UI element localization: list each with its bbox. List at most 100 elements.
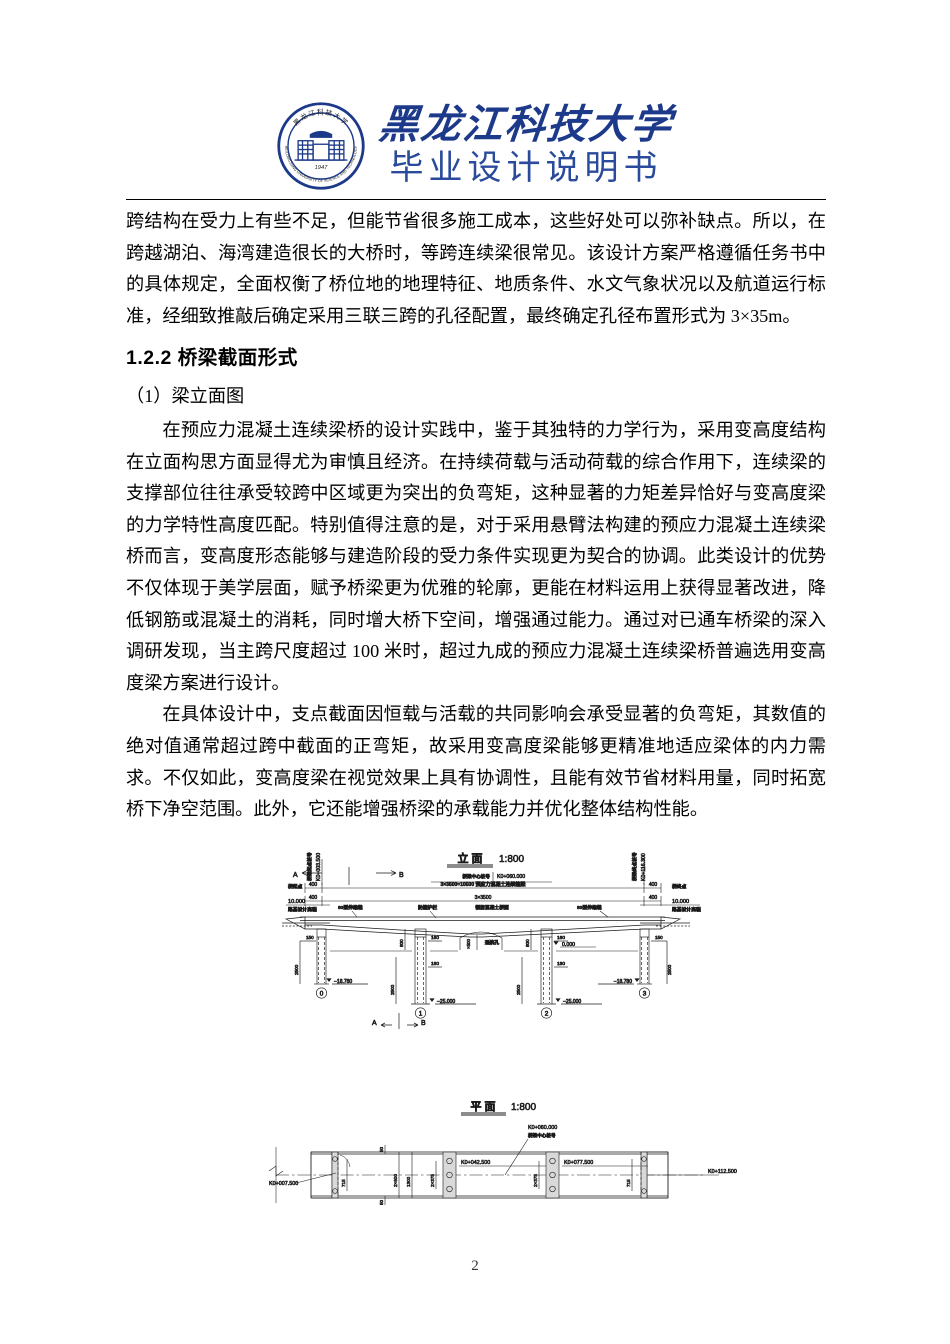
seal-year: 1947	[315, 165, 329, 171]
plan-station-pier2: K0+077.500	[564, 1160, 593, 1166]
plan-dim-edge-bottom: 50	[379, 1199, 384, 1205]
plan-start-station: K0+007.500	[269, 1147, 337, 1203]
elevation-title-group: 立 面 1:800	[447, 851, 525, 868]
abut-dim-2500-right: 2500	[667, 964, 672, 975]
right-station-group: 桥梁终点桩号 K0+116.300	[631, 852, 647, 885]
elevation-scale: 1:800	[499, 854, 524, 865]
span-total-label: 3×3500=10500 预应力混凝土连续箱梁	[440, 881, 526, 888]
left-station-label: 桥梁起点桩号	[306, 852, 313, 881]
abut-dim-2500-left: 2500	[294, 964, 299, 975]
left-elev-label: 路基设计高程	[288, 906, 317, 913]
bridge-girder-profile	[282, 916, 690, 938]
water-level-value: 0.000	[562, 942, 575, 948]
plan-dim-edge-top: 50	[379, 1146, 384, 1152]
subheading-1: （1）梁立面图	[126, 386, 245, 407]
plan-center-value: K0+060.000	[528, 1125, 557, 1131]
pier-3: 150 2500 −18.780 3	[598, 928, 672, 999]
figure-bridge-plan: 平 面 1:800 K0+060.000 桥梁中心桩号	[0, 1095, 950, 1245]
paragraph-1: 跨结构在受力上有些不足，但能节省很多施工成本，这些好处可以弥补缺点。所以，在跨越…	[126, 211, 826, 326]
section-mark-top-b: B	[399, 872, 404, 879]
plan-dim-abut-left: 715	[341, 1179, 346, 1187]
found-elev-abut-left: −18.780	[334, 979, 352, 985]
document-header: 黑龙江科技大学 HEILONGJIANG UNIVERSITY OF SCIEN…	[0, 96, 950, 196]
plan-station-start: K0+007.500	[269, 1181, 298, 1187]
nav-dim-label: ×500	[466, 939, 471, 949]
railing-label: 防撞护栏	[418, 904, 437, 911]
plan-center-label: 桥梁中心桩号	[528, 1132, 556, 1139]
edge-dim-top-left: 400	[309, 882, 318, 888]
right-elev-label: 路基设计高程	[672, 906, 701, 913]
found-elev-abut-right: −18.780	[614, 979, 632, 985]
elevation-span-dim-sub: 400 400 3×3500	[304, 895, 662, 906]
document-body: 跨结构在受力上有些不足，但能节省很多施工成本，这些好处可以弥补缺点。所以，在跨越…	[126, 206, 826, 826]
plan-abutment-right: 715	[626, 1151, 669, 1199]
pier-dim-160-b: 160	[557, 935, 565, 941]
right-elevation-mark: 桥终点 10.000 路基设计高程	[640, 883, 701, 913]
plan-end-station: K0+112.500	[648, 1169, 737, 1175]
plan-scale: 1:800	[511, 1102, 536, 1113]
section-mark-top-a: A	[293, 872, 298, 879]
found-elev-pier-1: −25.000	[437, 999, 455, 1005]
joint-label-left: 80型伸缩缝	[338, 904, 363, 911]
plan-station-end: K0+112.500	[708, 1169, 737, 1175]
joint-label-right: 80型伸缩缝	[577, 904, 602, 911]
section-mark-bottom: A B	[372, 1013, 426, 1029]
left-station-value: K0+003.500	[316, 853, 322, 881]
found-elev-pier-2: −25.000	[563, 999, 581, 1005]
university-seal-icon: 黑龙江科技大学 HEILONGJIANG UNIVERSITY OF SCIEN…	[277, 102, 365, 190]
section-mark-bot-b: B	[421, 1020, 426, 1027]
plan-abutment-left: 715	[310, 1151, 351, 1199]
nav-label: 通航孔	[485, 939, 500, 946]
pier-number-3: 3	[643, 990, 647, 997]
pier-dim-2500-a: 2500	[390, 984, 395, 995]
plan-center-station: K0+060.000 桥梁中心桩号	[504, 1125, 558, 1176]
plan-dim-width-total: 1300	[406, 1176, 411, 1187]
span-sub-label: 3×3500	[475, 895, 492, 901]
plan-title-group: 平 面 1:800	[461, 1100, 537, 1116]
header-title-block: 黑龙江科技大学 毕业设计说明书	[376, 101, 676, 189]
plan-station-pier1: K0+042.500	[461, 1160, 490, 1166]
plan-dim-width-half: 2×600	[393, 1174, 398, 1187]
navigation-opening: ×500 通航孔	[459, 931, 503, 950]
pier-dim-800-a: 800	[399, 939, 404, 947]
page-number: 2	[471, 1258, 479, 1274]
right-station-value: K0+116.300	[641, 853, 647, 881]
pier-dim-160-a: 160	[431, 935, 439, 941]
elevation-span-dim-total: 400 400 3×3500=10500 预应力混凝土连续箱梁	[304, 881, 662, 893]
plan-dim-pier-left: 2×375	[430, 1174, 435, 1187]
pier-number-2: 2	[545, 1010, 549, 1017]
plan-dim-abut-right: 715	[626, 1179, 631, 1187]
left-origin-label: 桥起点	[288, 883, 303, 890]
right-elev-value: 10.000	[672, 899, 689, 905]
section-heading-1-2-2: 1.2.2 桥梁截面形式	[126, 347, 298, 370]
plan-title: 平 面	[470, 1100, 495, 1113]
abut-dim-150-right: 150	[655, 935, 663, 940]
figure-bridge-elevation: 立 面 1:800 桥梁中心桩号 K0+060.000 A	[0, 845, 950, 1060]
pier-number-1: 1	[419, 1010, 423, 1017]
deck-callouts: 80型伸缩缝 防撞护栏 钢筋混凝土桥面 80型伸缩缝	[338, 904, 609, 919]
left-elev-value: 10.000	[288, 899, 305, 905]
pier-number-0: 0	[320, 990, 324, 997]
left-station-group: 桥梁起点桩号 K0+003.500	[306, 852, 323, 885]
pier-dim-800-b: 800	[525, 939, 530, 947]
elevation-center-station: 桥梁中心桩号 K0+060.000	[431, 872, 552, 883]
pier-1: 800 160 180 2500 −25.000 1	[390, 928, 476, 1019]
plan-pier-2: 2×375 K0+077.500	[533, 1151, 648, 1199]
pier-0: 150 2500 −18.780 0	[294, 928, 368, 999]
left-elevation-mark: 桥起点 10.000 路基设计高程	[286, 883, 330, 913]
header-divider	[126, 199, 826, 200]
edge-dim-top-right: 400	[649, 882, 658, 888]
university-name: 黑龙江科技大学	[376, 101, 676, 147]
water-level-mark: 0.000	[553, 941, 596, 948]
plan-dim-pier-right: 2×375	[533, 1174, 538, 1187]
plan-width-dims: 2×600 1300 50 50	[379, 1145, 413, 1205]
plan-pier-1: 2×375 K0+042.500	[430, 1151, 552, 1199]
paragraph-3: 在具体设计中，支点截面因恒载与活载的共同影响会承受显著的负弯矩，其数值的绝对值通…	[126, 704, 826, 820]
center-pile-value: K0+060.000	[497, 874, 525, 880]
pier-2: 800 160 180 2500 −25.000 2	[516, 928, 602, 1019]
pier-dim-180-b: 180	[557, 961, 565, 967]
document-kind: 毕业设计说明书	[389, 148, 663, 187]
elevation-title: 立 面	[457, 851, 482, 865]
deck-label: 钢筋混凝土桥面	[475, 904, 509, 911]
section-mark-bot-a: A	[372, 1020, 377, 1027]
